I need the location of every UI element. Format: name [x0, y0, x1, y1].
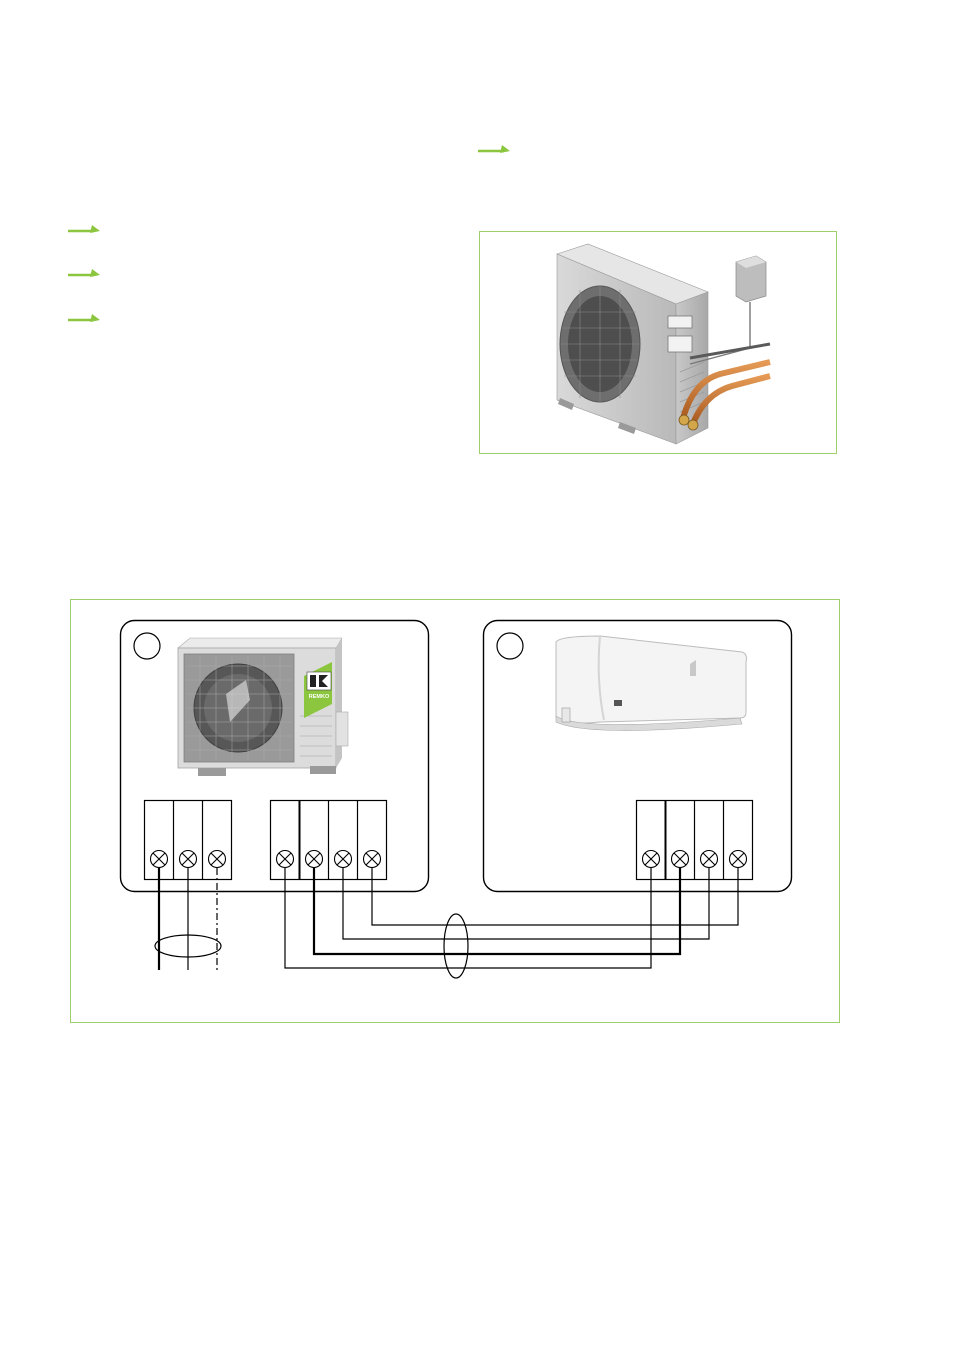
wiring-diagram-frame	[70, 599, 840, 1023]
terminal-screw-icon	[333, 849, 353, 869]
indoor-unit-marker	[496, 632, 524, 660]
outdoor-unit-marker	[133, 632, 161, 660]
terminal-screw-icon	[149, 849, 169, 869]
bullet-arrow-icon	[68, 314, 100, 322]
outdoor-unit-figure	[479, 231, 837, 454]
terminal-screw-icon	[728, 849, 748, 869]
power-supply-cable	[154, 868, 222, 970]
remko-logo-text: REMKO	[309, 694, 330, 700]
indoor-link-terminal-block	[635, 799, 754, 881]
outdoor-unit-piping-illustration	[556, 243, 771, 445]
cable-sheath-marker	[154, 934, 222, 958]
terminal-screw-icon	[275, 849, 295, 869]
terminal-screw-icon	[670, 849, 690, 869]
power-terminal-block	[143, 799, 233, 881]
indoor-unit-image	[555, 635, 747, 731]
terminal-screw-icon	[362, 849, 382, 869]
outdoor-unit-image: REMKO	[177, 637, 349, 776]
terminal-screw-icon	[304, 849, 324, 869]
terminal-screw-icon	[641, 849, 661, 869]
outdoor-link-terminal-block	[269, 799, 388, 881]
terminal-screw-icon	[699, 849, 719, 869]
bullet-arrow-icon	[478, 145, 510, 153]
terminal-screw-icon	[178, 849, 198, 869]
connection-cable	[284, 868, 739, 979]
cable-sheath-marker	[443, 913, 469, 979]
bullet-arrow-icon	[68, 225, 100, 233]
terminal-screw-icon	[207, 849, 227, 869]
bullet-arrow-icon	[68, 269, 100, 277]
